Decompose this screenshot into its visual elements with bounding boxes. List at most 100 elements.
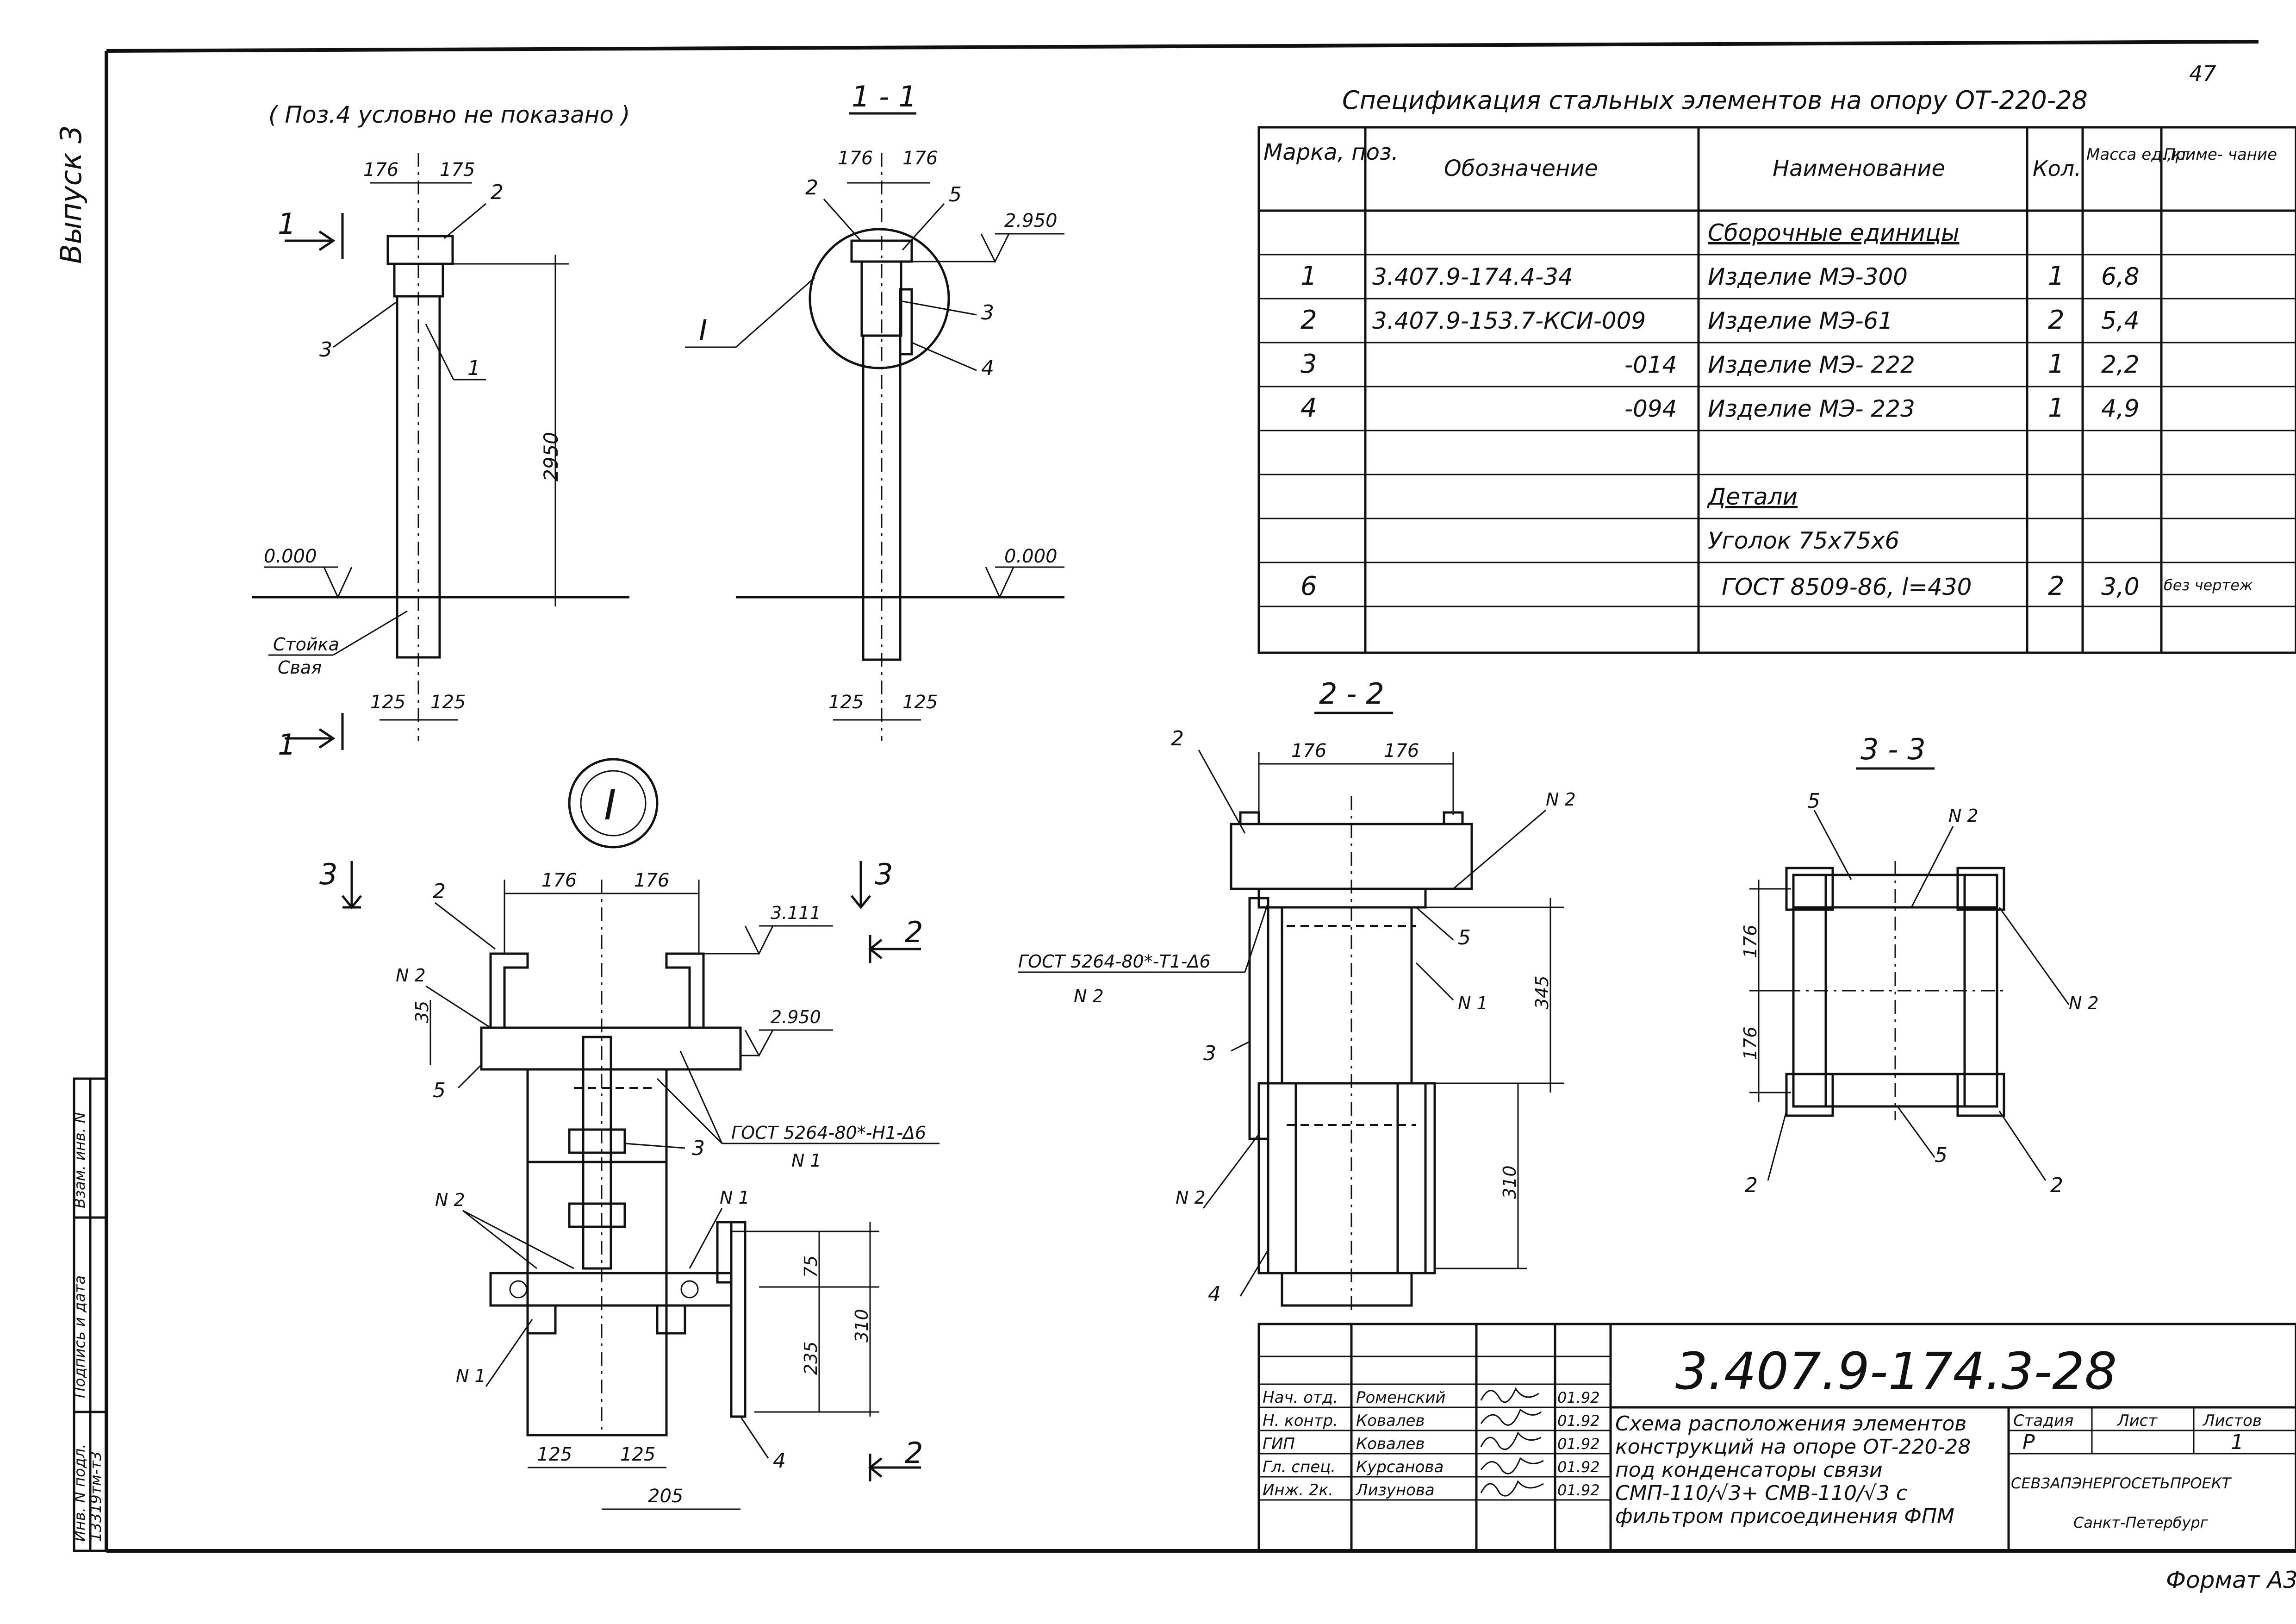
s3-callout-5-bottom: 5 [1935,1143,1948,1167]
nodeI-d235: 235 [801,1341,821,1375]
s1-callout-3: 3 [981,301,994,325]
row1-code: 3.407.9-174.4-34 [1372,263,1573,290]
nodeI-dim-b: 176 [634,870,669,891]
inv-value: 13319тм-т3 [87,1451,105,1542]
signature-4 [1480,1480,1544,1497]
row7-name: Уголок 75х75х6 [1708,527,1899,554]
s3-d176b: 176 [1740,1026,1761,1060]
nodeI-callout-5: 5 [433,1079,446,1102]
row4-name: Изделие МЭ- 223 [1708,395,1915,422]
nodeI-n2-a: N 2 [396,965,426,986]
signature-1 [1480,1408,1542,1426]
s3-n2-right: N 2 [2069,993,2099,1013]
callout-1-left: 1 [467,356,480,380]
nodeI-n1-b: N 1 [456,1366,486,1386]
row1-mass: 6,8 [2101,263,2140,291]
nodeI-dim-35: 35 [412,1001,432,1023]
nodeI-b-c: 205 [648,1486,683,1507]
s3-n2-top: N 2 [1948,806,1979,826]
sheet-value: 1 [2231,1430,2244,1454]
nodeI-dim-a: 176 [541,870,577,891]
row1-mark: 1 [1300,261,1317,291]
node-I-title: I [604,781,616,830]
s2-callout-4: 4 [1208,1282,1221,1306]
section-2-2: 2 - 2 176 176 ГОСТ 5264-80*-Т1-Δ6 N 2 N … [1018,677,1576,1315]
date-3: 01.92 [1557,1458,1600,1476]
nodeI-callout-3: 3 [692,1137,705,1160]
s2-d310: 310 [1500,1165,1520,1199]
s2-dim-a: 176 [1291,740,1326,762]
org-city: Санкт-Петербург [2073,1514,2208,1531]
row0-name: Сборочные единицы [1708,219,1960,246]
elevation-view: 2950 176 175 0.000 Стойка Свая 125 125 1… [252,153,629,762]
row4-mass: 4,9 [2101,395,2140,423]
s2-callout-3: 3 [1203,1042,1216,1065]
nodeI-callout-2: 2 [433,880,446,903]
nodeI-n1: N 1 [720,1187,750,1208]
row8-qty: 2 [2048,571,2065,601]
s2-callout-5: 5 [1458,926,1471,949]
side-stamp: Инв. N подл. 13319тм-т3 Подпись и дата В… [71,1077,108,1552]
s3-callout-2-left: 2 [1745,1174,1758,1197]
elev-2950-s1: 2.950 [1004,210,1058,231]
name-1: Ковалев [1356,1412,1425,1430]
section-3-3: 3 - 3 176 176 5 N 2 N 2 2 2 5 [1740,732,2099,1197]
row8-mass: 3,0 [2101,573,2140,601]
s2-n2: N 2 [1546,789,1576,810]
row8-note: без чертеж [2164,576,2253,594]
replace-inv-label: Взам. инв. N [71,1112,88,1208]
spec-title: Спецификация стальных элементов на опору… [1342,86,2088,115]
row3-code: -014 [1624,351,1677,378]
row2-mark: 2 [1300,305,1317,335]
row2-mass: 5,4 [2101,307,2140,335]
hdr-name: Наименование [1773,156,1945,181]
signature-0 [1480,1387,1539,1403]
node-I-detail: I 176 176 3.111 2.950 35 [319,758,940,1510]
desc-line-1: конструкций на опоре ОТ-220-28 [1615,1435,1971,1459]
row3-qty: 1 [2048,349,2065,379]
name-3: Курсанова [1356,1458,1444,1476]
row4-code: -094 [1624,395,1677,422]
row2-qty: 2 [2048,305,2065,335]
section-1-1: 1 - 1 2.950 0.000 176 176 125 125 I 2 5 … [685,80,1064,741]
desc-line-0: Схема расположения элементов [1615,1412,1966,1436]
date-4: 01.92 [1557,1481,1600,1499]
nodeI-n2-b: N 2 [435,1190,465,1210]
s2-n2-b: N 2 [1176,1187,1206,1208]
row8-name: ГОСТ 8509-86, l=430 [1722,574,1972,600]
desc-line-2: под конденсаторы связи [1615,1458,1883,1482]
section-2-title: 2 - 2 [1319,677,1384,711]
dim-top-a: 176 [363,159,398,181]
s3-callout-5-top: 5 [1807,789,1820,813]
zero-mark: 0.000 [264,546,317,567]
nodeI-elev-top: 3.111 [771,903,821,923]
name-0: Роменский [1356,1388,1446,1407]
role-1: Н. контр. [1263,1412,1338,1430]
hdr-mark: Марка, поз. [1263,139,1399,165]
row1-name: Изделие МЭ-300 [1708,263,1908,290]
s1-callout-2: 2 [805,176,818,200]
row2-code: 3.407.9-153.7-КСИ-009 [1372,307,1646,334]
nodeI-b-a: 125 [537,1444,572,1465]
nodeI-b-b: 125 [620,1444,655,1465]
stage-label: Стадия [2013,1412,2073,1430]
inv-label: Инв. N подл. [71,1444,88,1542]
s1-callout-4: 4 [981,356,994,380]
s1-callout-5: 5 [949,183,962,206]
cut-mark-bottom: 1 [278,728,296,762]
signature-2 [1480,1431,1542,1450]
s1-base-b: 125 [902,692,938,713]
issue-label: Выпуск 3 [54,125,88,264]
row6-name: Детали [1707,483,1798,510]
hdr-code: Обозначение [1444,156,1598,181]
nodeI-d75: 75 [801,1255,821,1278]
date-2: 01.92 [1557,1435,1600,1453]
title-block: 3.407.9-174.3-28 Нач. отд. Роменский 01.… [1257,1323,2296,1552]
s2-weld-n: N 2 [1074,986,1104,1006]
note-text: ( Поз.4 условно не показано ) [268,101,630,128]
s1-base-a: 125 [828,692,864,713]
role-3: Гл. спец. [1263,1458,1336,1476]
row3-mass: 2,2 [2101,351,2140,379]
spec-table: Спецификация стальных элементов на опору… [1257,86,2296,654]
